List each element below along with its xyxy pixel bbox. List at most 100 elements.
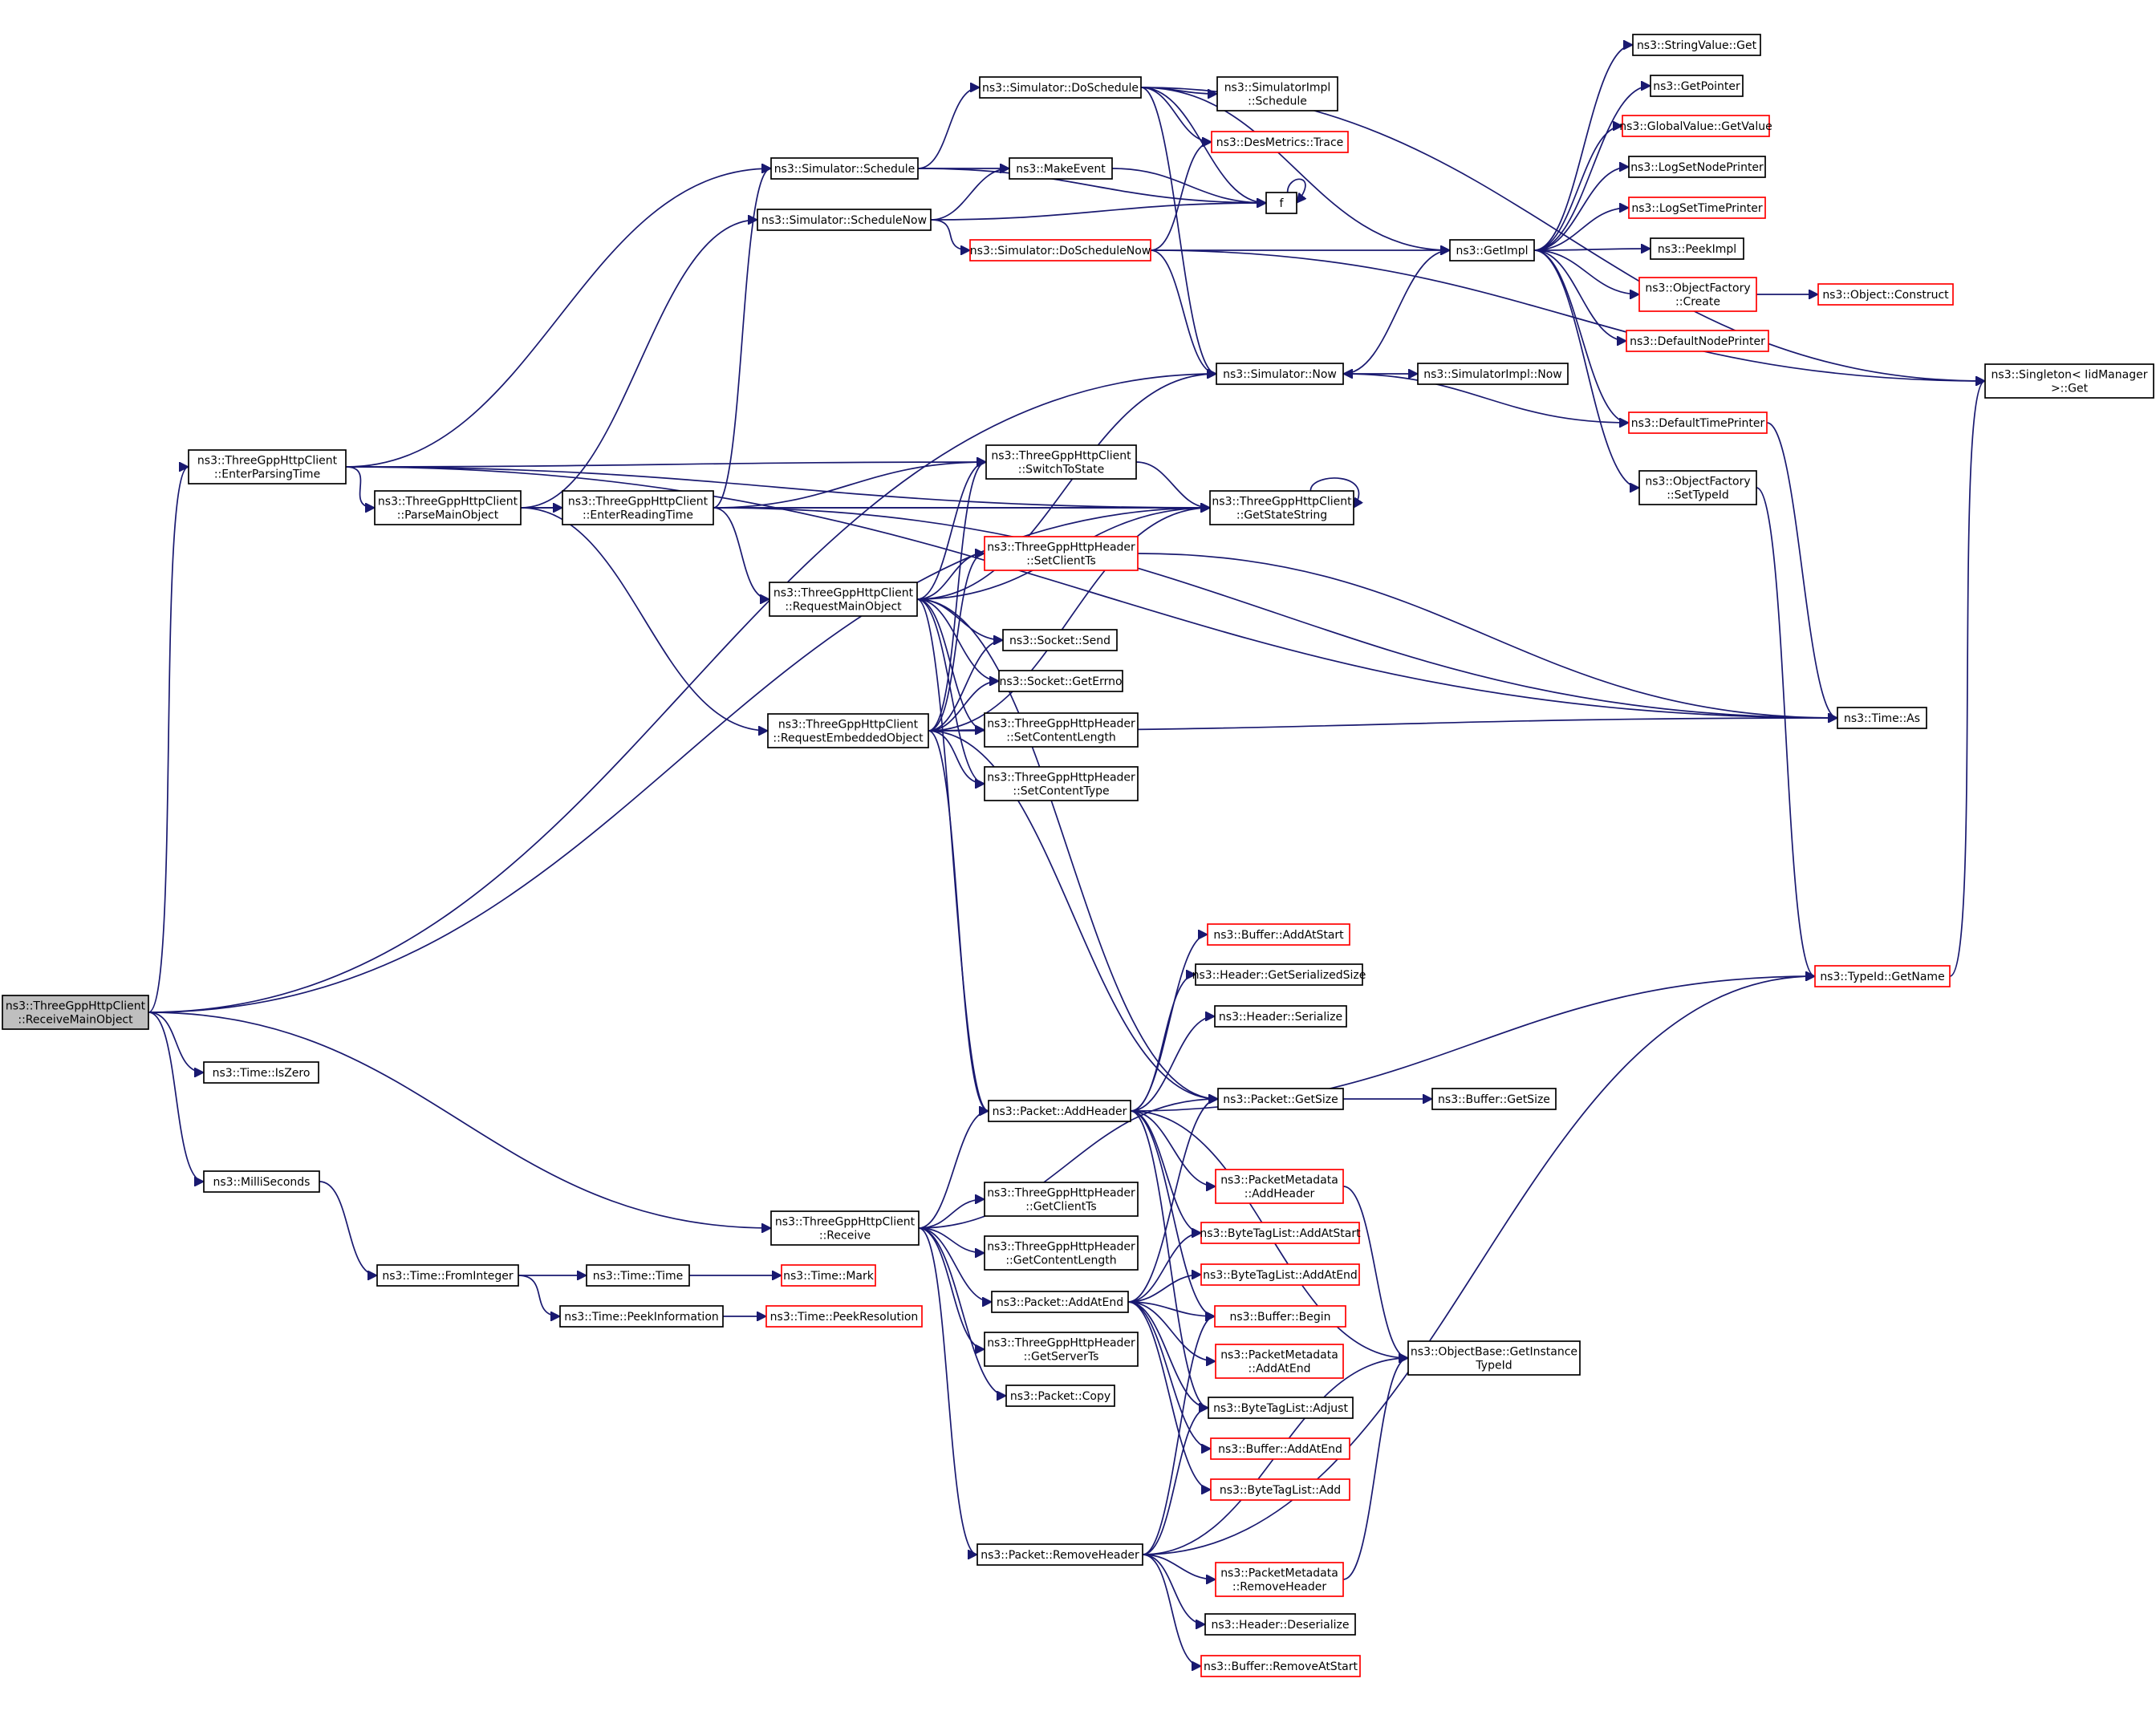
node-parsemain[interactable]: ns3::ThreeGppHttpClient::ParseMainObject <box>374 490 522 525</box>
node-receivemain[interactable]: ns3::ThreeGppHttpClient::ReceiveMainObje… <box>2 995 149 1030</box>
node-btladd[interactable]: ns3::ByteTagList::Add <box>1210 1478 1350 1501</box>
node-typeidgetname[interactable]: ns3::TypeId::GetName <box>1814 965 1951 987</box>
edge-pmaddheader-to-objbasegetinstance <box>1342 1186 1409 1358</box>
node-singletonget[interactable]: ns3::Singleton< IidManager>::Get <box>1984 363 2154 399</box>
node-packetaddheader[interactable]: ns3::Packet::AddHeader <box>988 1100 1131 1122</box>
node-label-enterparsing-line0: ns3::ThreeGppHttpClient <box>197 455 338 468</box>
node-headerdeserialize[interactable]: ns3::Header::Deserialize <box>1204 1613 1356 1636</box>
node-box-peekimpl <box>1650 237 1744 260</box>
edge-receive-to-getclientts <box>918 1199 985 1229</box>
node-box-getpointer <box>1650 75 1744 97</box>
node-doschedule[interactable]: ns3::Simulator::DoSchedule <box>979 76 1142 99</box>
edge-packetaddatend-to-bufferbegin <box>1127 1301 1215 1316</box>
node-timetime[interactable]: ns3::Time::Time <box>586 1264 690 1287</box>
node-enterparsing[interactable]: ns3::ThreeGppHttpClient::EnterParsingTim… <box>188 449 347 484</box>
node-peekresolution[interactable]: ns3::Time::PeekResolution <box>765 1305 923 1328</box>
node-f[interactable]: f <box>1265 192 1297 214</box>
node-box-buffergetsize <box>1431 1088 1557 1110</box>
node-setcontenttype[interactable]: ns3::ThreeGppHttpHeader::SetContentType <box>984 766 1139 801</box>
node-defaulttimeprinter[interactable]: ns3::DefaultTimePrinter <box>1628 412 1768 434</box>
node-box-setcontentlength <box>984 712 1139 748</box>
node-schedule[interactable]: ns3::Simulator::Schedule <box>770 157 919 180</box>
node-getstatestring[interactable]: ns3::ThreeGppHttpClient::GetStateString <box>1209 490 1354 525</box>
node-simnow[interactable]: ns3::Simulator::Now <box>1216 363 1344 385</box>
node-logsettime[interactable]: ns3::LogSetTimePrinter <box>1628 197 1766 219</box>
edge-packetremoveheader-to-bufferremoveatstart <box>1142 1554 1202 1666</box>
node-box-f <box>1265 192 1297 214</box>
node-box-packetaddatend <box>991 1291 1129 1313</box>
node-packetaddatend[interactable]: ns3::Packet::AddAtEnd <box>991 1291 1129 1313</box>
node-btladdatend[interactable]: ns3::ByteTagList::AddAtEnd <box>1200 1263 1360 1286</box>
node-pmaddheader[interactable]: ns3::PacketMetadata::AddHeader <box>1215 1169 1344 1204</box>
node-bufferaddatstart[interactable]: ns3::Buffer::AddAtStart <box>1207 923 1350 946</box>
node-frominteger[interactable]: ns3::Time::FromInteger <box>376 1264 519 1287</box>
node-label-pmaddheader-line0: ns3::PacketMetadata <box>1220 1174 1338 1187</box>
node-bufferremoveatstart[interactable]: ns3::Buffer::RemoveAtStart <box>1200 1655 1361 1677</box>
node-socketsend[interactable]: ns3::Socket::Send <box>1002 629 1118 651</box>
node-packetcopy[interactable]: ns3::Packet::Copy <box>1005 1385 1115 1407</box>
node-socketgeterrno[interactable]: ns3::Socket::GetErrno <box>998 670 1123 692</box>
edge-milliseconds-to-frominteger <box>319 1181 378 1275</box>
node-box-objfactorysettypeid <box>1638 470 1757 505</box>
node-schedulenow[interactable]: ns3::Simulator::ScheduleNow <box>757 209 932 231</box>
node-simimplschedule[interactable]: ns3::SimulatorImpl::Schedule <box>1216 76 1338 111</box>
node-simimplnow[interactable]: ns3::SimulatorImpl::Now <box>1417 363 1569 385</box>
node-buffergetsize[interactable]: ns3::Buffer::GetSize <box>1431 1088 1557 1110</box>
node-label-enterreading-line1: ::EnterReadingTime <box>583 509 693 522</box>
node-requestembedded[interactable]: ns3::ThreeGppHttpClient::RequestEmbedded… <box>767 713 929 748</box>
node-peekimpl[interactable]: ns3::PeekImpl <box>1650 237 1744 260</box>
node-label-simimplschedule-line1: ::Schedule <box>1248 95 1307 108</box>
node-box-socketsend <box>1002 629 1118 651</box>
node-peekinformation[interactable]: ns3::Time::PeekInformation <box>559 1305 724 1328</box>
node-btladjust[interactable]: ns3::ByteTagList::Adjust <box>1208 1397 1354 1419</box>
node-objfactorysettypeid[interactable]: ns3::ObjectFactory::SetTypeId <box>1638 470 1757 505</box>
node-headerserialize[interactable]: ns3::Header::Serialize <box>1214 1005 1347 1028</box>
node-makeevent[interactable]: ns3::MakeEvent <box>1009 157 1113 180</box>
node-setclientts[interactable]: ns3::ThreeGppHttpHeader::SetClientTs <box>984 536 1139 571</box>
node-getpointer[interactable]: ns3::GetPointer <box>1650 75 1744 97</box>
node-desmetrics[interactable]: ns3::DesMetrics::Trace <box>1211 131 1349 153</box>
node-objfactorycreate[interactable]: ns3::ObjectFactory::Create <box>1638 277 1757 312</box>
edge-getimpl-to-peekimpl <box>1533 249 1650 250</box>
node-getclientts[interactable]: ns3::ThreeGppHttpHeader::GetClientTs <box>984 1182 1139 1217</box>
node-getcontentlength[interactable]: ns3::ThreeGppHttpHeader::GetContentLengt… <box>984 1235 1139 1271</box>
edge-enterparsing-to-switchtostate <box>345 462 986 468</box>
node-bufferaddatend[interactable]: ns3::Buffer::AddAtEnd <box>1210 1437 1350 1460</box>
node-box-btladdatstart <box>1200 1222 1360 1244</box>
node-pmremoveheader[interactable]: ns3::PacketMetadata::RemoveHeader <box>1215 1562 1344 1597</box>
node-switchtostate[interactable]: ns3::ThreeGppHttpClient::SwitchToState <box>985 444 1137 480</box>
node-box-pmaddatend <box>1215 1344 1344 1379</box>
node-timemark[interactable]: ns3::Time::Mark <box>781 1264 876 1287</box>
edge-requestmain-to-setcontentlength <box>916 598 985 730</box>
edge-setclientts-to-timeas <box>1137 553 1837 718</box>
node-defaultnodeprinter[interactable]: ns3::DefaultNodePrinter <box>1626 330 1769 352</box>
edge-packetaddatend-to-packetgetsize <box>1127 1099 1219 1303</box>
node-label-setcontenttype-line1: ::SetContentType <box>1013 785 1109 798</box>
node-getimpl[interactable]: ns3::GetImpl <box>1449 239 1535 262</box>
node-bufferbegin[interactable]: ns3::Buffer::Begin <box>1214 1305 1346 1328</box>
node-milliseconds[interactable]: ns3::MilliSeconds <box>203 1170 320 1193</box>
node-timeas[interactable]: ns3::Time::As <box>1837 707 1927 729</box>
node-label-getcontentlength-line1: ::GetContentLength <box>1005 1255 1116 1267</box>
node-requestmain[interactable]: ns3::ThreeGppHttpClient::RequestMainObje… <box>769 582 918 617</box>
node-stringvalueget[interactable]: ns3::StringValue::Get <box>1632 34 1761 56</box>
node-headerserializedsize[interactable]: ns3::Header::GetSerializedSize <box>1192 963 1366 986</box>
node-iszero[interactable]: ns3::Time::IsZero <box>203 1061 319 1084</box>
node-pmaddatend[interactable]: ns3::PacketMetadata::AddAtEnd <box>1215 1344 1344 1379</box>
node-packetremoveheader[interactable]: ns3::Packet::RemoveHeader <box>976 1543 1143 1566</box>
node-label-defaulttimeprinter-line0: ns3::DefaultTimePrinter <box>1631 417 1765 430</box>
node-getserverts[interactable]: ns3::ThreeGppHttpHeader::GetServerTs <box>984 1332 1139 1367</box>
node-box-logsetnode <box>1628 156 1766 178</box>
node-label-iszero-line0: ns3::Time::IsZero <box>213 1067 311 1080</box>
node-box-timemark <box>781 1264 876 1287</box>
node-enterreading[interactable]: ns3::ThreeGppHttpClient::EnterReadingTim… <box>562 490 714 525</box>
node-objectconstruct[interactable]: ns3::Object::Construct <box>1817 283 1954 306</box>
node-packetgetsize[interactable]: ns3::Packet::GetSize <box>1217 1088 1344 1110</box>
node-globalvalue[interactable]: ns3::GlobalValue::GetValue <box>1619 115 1772 137</box>
node-btladdatstart[interactable]: ns3::ByteTagList::AddAtStart <box>1200 1222 1361 1244</box>
node-setcontentlength[interactable]: ns3::ThreeGppHttpHeader::SetContentLengt… <box>984 712 1139 748</box>
node-doschedulenow[interactable]: ns3::Simulator::DoScheduleNow <box>969 239 1151 262</box>
node-receive[interactable]: ns3::ThreeGppHttpClient::Receive <box>770 1210 920 1246</box>
node-logsetnode[interactable]: ns3::LogSetNodePrinter <box>1628 156 1766 178</box>
